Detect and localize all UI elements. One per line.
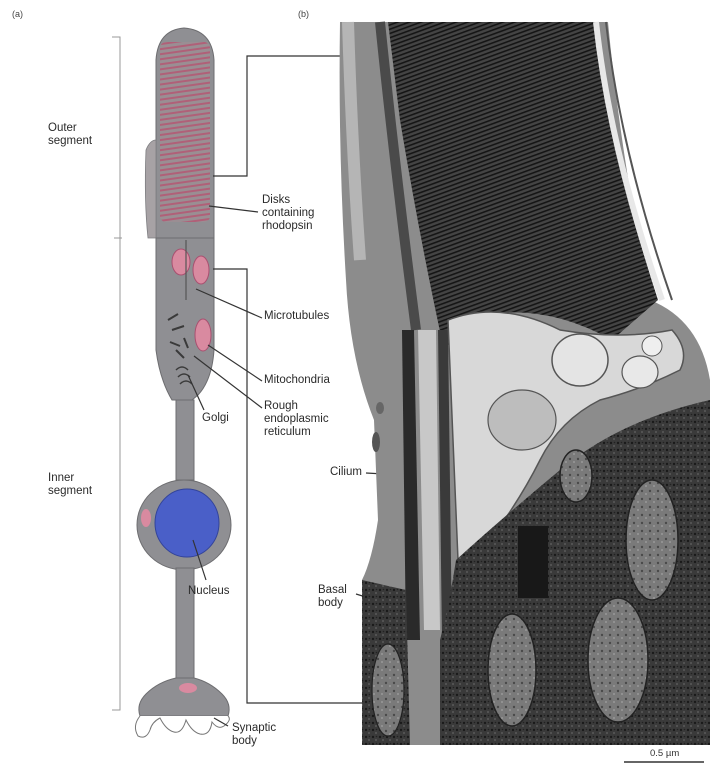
em-vesicle-4 xyxy=(642,336,662,356)
cell-body-mito xyxy=(141,509,151,527)
leader-mitochondria xyxy=(208,345,262,381)
mitochondrion-1 xyxy=(172,249,190,275)
golgi-label: Golgi xyxy=(202,412,229,425)
leader-disks xyxy=(209,206,258,212)
em-fragment-2 xyxy=(376,402,384,414)
disks-label: Disks containing rhodopsin xyxy=(262,194,314,233)
mitochondrion-3 xyxy=(195,319,211,351)
em-mitochondrion-3 xyxy=(488,614,536,726)
basal-body-label: Basal body xyxy=(318,584,347,610)
bracket-inner-link xyxy=(213,269,362,703)
segment-bracket xyxy=(112,37,122,710)
em-mitochondrion-1 xyxy=(560,450,592,502)
em-mitochondrion-4 xyxy=(588,598,648,722)
mitochondrion-2 xyxy=(193,256,209,284)
panel-b-label: (b) xyxy=(298,8,309,21)
inner-segment-label: Inner segment xyxy=(48,472,92,498)
em-vesicle-2 xyxy=(622,356,658,388)
inner-fiber xyxy=(176,400,194,480)
synaptic-mito xyxy=(179,683,197,693)
em-vesicle-3 xyxy=(488,390,556,450)
bracket-outer-link xyxy=(213,56,356,176)
em-basal-mito xyxy=(372,644,404,736)
em-mitochondrion-2 xyxy=(626,480,678,600)
electron-micrograph xyxy=(340,22,710,745)
rod-cell-drawing xyxy=(112,28,231,737)
calyceal-process xyxy=(145,140,156,238)
disk-stack xyxy=(160,42,210,222)
nucleus-drawing xyxy=(155,489,219,557)
rough-er-label: Rough endoplasmic reticulum xyxy=(264,400,329,439)
microtubules-label: Microtubules xyxy=(264,310,329,323)
scale-bar-label: 0.5 µm xyxy=(650,747,679,760)
em-fragment-1 xyxy=(372,432,380,452)
outer-segment-label: Outer segment xyxy=(48,122,92,148)
cilium-label: Cilium xyxy=(330,466,362,479)
em-vesicle-1 xyxy=(552,334,608,386)
nucleus-label: Nucleus xyxy=(188,585,230,598)
em-dark-body xyxy=(518,526,548,598)
mitochondria-label: Mitochondria xyxy=(264,374,330,387)
synaptic-body-label: Synaptic body xyxy=(232,722,276,748)
panel-a-label: (a) xyxy=(12,8,23,21)
